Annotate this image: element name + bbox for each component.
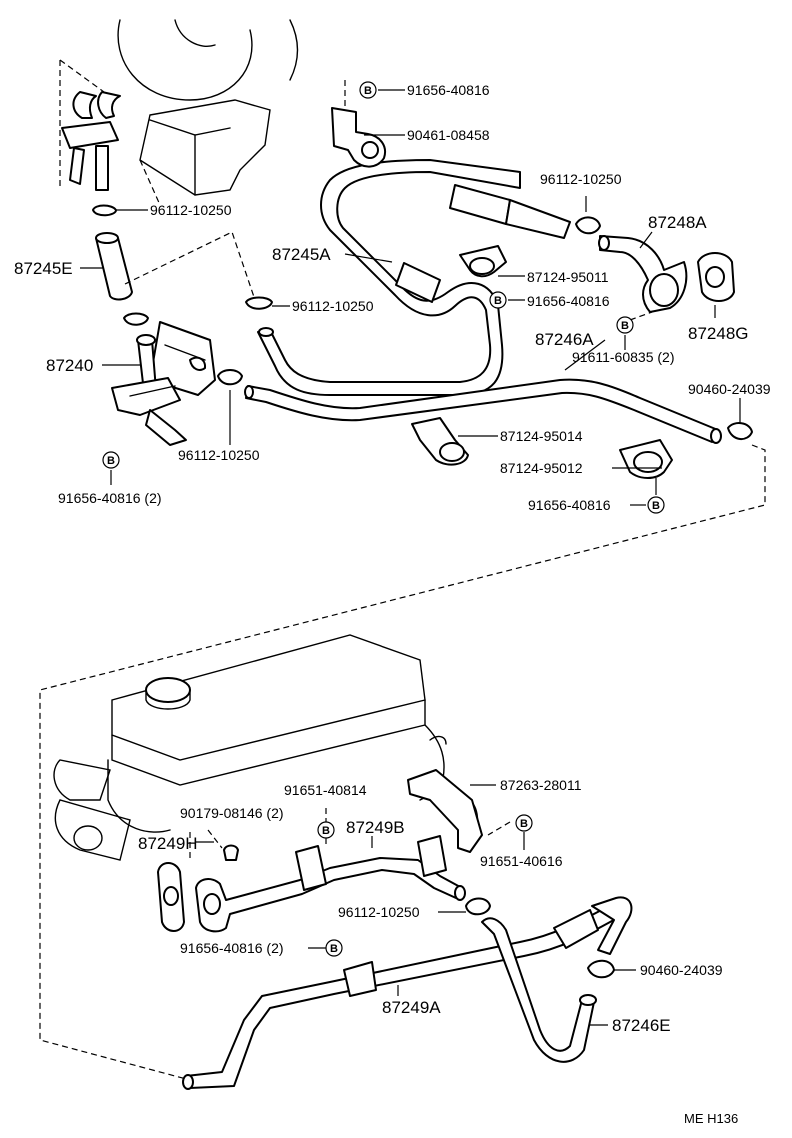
b-marker: B (489, 291, 507, 309)
clamp-drawing (587, 959, 615, 979)
clamp-drawing (727, 422, 753, 440)
label-90460-24039: 90460-24039 (688, 381, 771, 397)
label-87246E: 87246E (612, 1016, 671, 1035)
label-91656-40816: 91656-40816 (528, 497, 611, 513)
pipe-87249A-drawing (182, 899, 629, 1090)
label-87124-95011: 87124-95011 (527, 269, 609, 285)
leader-dash (39, 444, 766, 1081)
label-91651-40616: 91651-40616 (480, 853, 563, 869)
heater-unit-drawing (59, 19, 299, 206)
label-87124-95014: 87124-95014 (500, 428, 583, 444)
svg-text:B: B (652, 500, 660, 512)
hose-87245A-drawing (257, 159, 571, 396)
svg-text:B: B (621, 320, 629, 332)
clamp-drawing (123, 312, 149, 326)
label-90461-08458: 90461-08458 (407, 127, 490, 143)
bracket-87124-95012-drawing (619, 439, 673, 479)
label-91611-60835: 91611-60835 (2) (572, 349, 674, 365)
label-87263-28011: 87263-28011 (500, 777, 582, 793)
clamp-drawing (217, 369, 243, 386)
svg-text:B: B (322, 825, 330, 837)
label-87246A: 87246A (535, 330, 594, 349)
b-marker: B (102, 451, 120, 469)
b-marker: B (515, 814, 533, 832)
label-91656-40816: 91656-40816 (407, 82, 490, 98)
hose-87245E-drawing (92, 204, 256, 301)
label-87249B: 87249B (346, 818, 405, 837)
label-90460-24039: 90460-24039 (640, 962, 723, 978)
bracket-87263-drawing (407, 769, 483, 853)
b-marker: B (317, 821, 335, 839)
bracket-87124-95011-drawing (459, 245, 507, 278)
engine-block-drawing (53, 634, 479, 861)
b-marker: B (359, 81, 377, 99)
svg-text:B: B (494, 295, 502, 307)
label-96112-10250: 96112-10250 (338, 904, 420, 920)
leader-dash (629, 311, 653, 321)
gasket-87248G-drawing (697, 252, 735, 302)
svg-text:B: B (107, 455, 115, 467)
label-87249A: 87249A (382, 998, 441, 1017)
label-87245E: 87245E (14, 259, 73, 278)
footer-code: ME H136 (684, 1111, 738, 1126)
clamp-drawing (245, 296, 273, 310)
label-87240: 87240 (46, 356, 93, 375)
pipe-87246A-drawing (244, 378, 722, 444)
label-91656-40816: 91656-40816 (527, 293, 610, 309)
label-87248A: 87248A (648, 213, 707, 232)
label-96112-10250: 96112-10250 (178, 447, 260, 463)
elbow-87248A-drawing (598, 235, 688, 313)
leader-lines (80, 89, 741, 1026)
label-87245A: 87245A (272, 245, 331, 264)
label-91656-40816-2: 91656-40816 (2) (58, 490, 162, 506)
label-90179-08146: 90179-08146 (2) (180, 805, 284, 821)
svg-text:B: B (364, 85, 372, 97)
label-87249H: 87249H (138, 834, 198, 853)
pipe-87246E-drawing (481, 896, 633, 1063)
gasket-87249H-drawing (157, 862, 185, 932)
svg-text:B: B (330, 943, 338, 955)
label-96112-10250: 96112-10250 (150, 202, 232, 218)
b-marker: B (325, 939, 343, 957)
label-87124-95012: 87124-95012 (500, 460, 583, 476)
bracket-87124-95014-drawing (411, 417, 469, 466)
valve-87240-drawing (111, 321, 216, 446)
label-96112-10250: 96112-10250 (540, 171, 622, 187)
b-marker: B (647, 496, 665, 514)
label-91651-40814: 91651-40814 (284, 782, 367, 798)
label-96112-10250: 96112-10250 (292, 298, 374, 314)
svg-text:B: B (520, 818, 528, 830)
b-marker: B (616, 316, 634, 334)
label-87248G: 87248G (688, 324, 749, 343)
clamp-drawing (465, 897, 491, 916)
bracket-90461-drawing (331, 80, 386, 168)
pipe-87249B-drawing (195, 835, 466, 933)
clamp-drawing (575, 216, 601, 235)
label-91656-40816-2: 91656-40816 (2) (180, 940, 284, 956)
leader-dash (189, 808, 511, 858)
